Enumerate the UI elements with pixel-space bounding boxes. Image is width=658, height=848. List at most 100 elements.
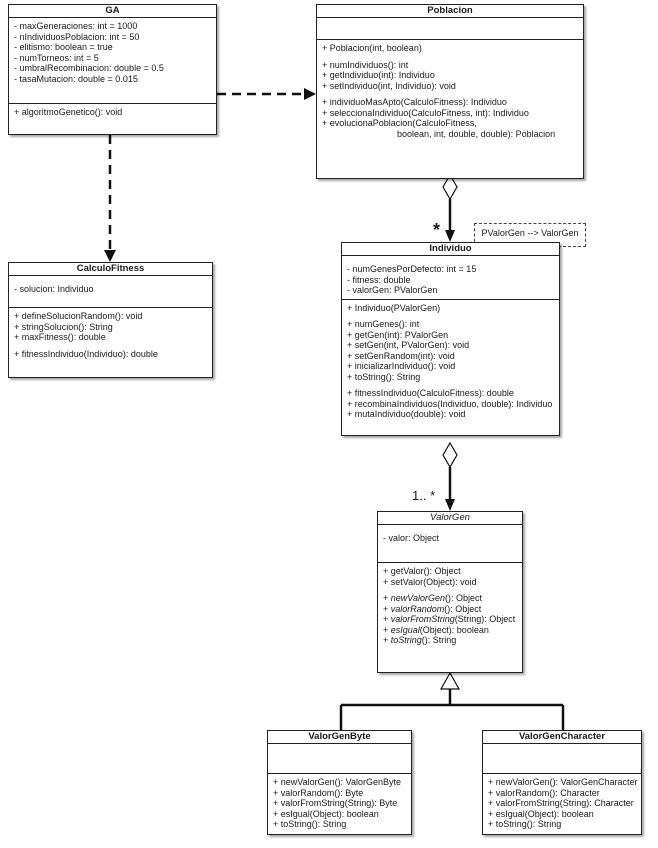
attribute: - numTorneos: int = 5 bbox=[14, 52, 99, 63]
attribute: - nIndividuosPoblacion: int = 50 bbox=[14, 31, 140, 42]
class-ga-name: GA bbox=[9, 5, 216, 18]
abstract-method-name: esIgual bbox=[390, 624, 420, 635]
class-valorgenbyte-name: ValorGenByte bbox=[268, 731, 411, 744]
method: + newValorGen(): ValorGenCharacter bbox=[488, 777, 638, 787]
class-calculofitness-methods: + defineSolucionRandom(): void+ stringSo… bbox=[9, 308, 212, 362]
method: + individuoMasApto(CalculoFitness): Indi… bbox=[322, 97, 507, 107]
method: + fitnessIndividuo(CalculoFitness): doub… bbox=[347, 388, 514, 398]
method: + evolucionaPoblacion(CalculoFitness, bbox=[322, 118, 477, 128]
constructor: + Individuo(PValorGen) bbox=[347, 302, 441, 313]
class-valorgen-name: ValorGen bbox=[378, 512, 522, 525]
attribute: - umbralRecombinacion: double = 0.5 bbox=[14, 63, 164, 73]
method: + getValor(): Object bbox=[383, 566, 461, 576]
poblacion-individuo-arrowhead bbox=[445, 230, 455, 242]
method: + getGen(int): PValorGen bbox=[347, 329, 449, 340]
method: + newValorGen(): ValorGenByte bbox=[273, 777, 401, 787]
class-calculofitness-attributes: - solucion: Individuo bbox=[9, 276, 212, 308]
abstract-method-prefix: + bbox=[383, 603, 391, 614]
attribute: - valorGen: PValorGen bbox=[347, 285, 438, 295]
class-poblacion-methods: + Poblacion(int, boolean) + numIndividuos… bbox=[317, 40, 583, 142]
class-valorgen-methods: + getValor(): Object+ setValor(Object): … bbox=[378, 563, 522, 649]
abstract-method: + esIgual(Object): boolean bbox=[383, 625, 517, 636]
attribute: - valor: Object bbox=[383, 533, 440, 543]
abstract-method-name: toString bbox=[390, 635, 422, 645]
class-valorgenbyte[interactable]: ValorGenByte + newValorGen(): ValorGenBy… bbox=[267, 730, 412, 835]
abstract-method: + valorFromString(String): Object bbox=[383, 614, 517, 625]
abstract-method-prefix: + bbox=[383, 614, 391, 624]
class-individuo[interactable]: Individuo - numGenesPorDefecto: int = 15… bbox=[341, 242, 560, 436]
class-valorgencharacter[interactable]: ValorGenCharacter + newValorGen(): Valor… bbox=[482, 730, 642, 835]
attribute: - maxGeneraciones: int = 1000 bbox=[14, 21, 138, 31]
method: + inicializarIndividuo(): void bbox=[347, 361, 456, 371]
method: + setGenRandom(int): void bbox=[347, 350, 455, 361]
constructor: + Poblacion(int, boolean) bbox=[322, 43, 422, 53]
generalization-triangle bbox=[439, 671, 461, 690]
method: + valorRandom(): Character bbox=[488, 787, 600, 798]
abstract-method: + valorRandom(): Object bbox=[383, 604, 517, 615]
attribute: - tasaMutacion: double = 0.015 bbox=[14, 73, 138, 84]
method: + getIndividuo(int): Individuo bbox=[322, 70, 435, 80]
abstract-method-name: valorRandom bbox=[390, 603, 445, 614]
method: + setValor(Object): void bbox=[383, 576, 477, 587]
ga-calculo-arrowhead bbox=[104, 250, 116, 262]
method: boolean, int, double, double): Poblacion bbox=[322, 128, 556, 139]
class-individuo-attributes: - numGenesPorDefecto: int = 15- fitness:… bbox=[342, 256, 559, 300]
individuo-aggregation-diamond bbox=[442, 441, 458, 469]
method: + valorFromString(String): Character bbox=[488, 798, 634, 808]
class-poblacion[interactable]: Poblacion + Poblacion(int, boolean) + num… bbox=[316, 4, 584, 179]
method: + algoritmoGenetico(): void bbox=[14, 107, 123, 117]
class-valorgenbyte-attributes bbox=[268, 744, 411, 774]
method: + numIndividuos(): int bbox=[322, 59, 409, 70]
method: + stringSolucion(): String bbox=[14, 321, 113, 332]
class-calculofitness-name: CalculoFitness bbox=[9, 263, 212, 276]
method: + toString(): String bbox=[488, 819, 562, 829]
attribute: - solucion: Individuo bbox=[14, 284, 94, 294]
abstract-method-rest: (String): Object bbox=[454, 614, 516, 624]
abstract-method-name: valorFromString bbox=[390, 614, 455, 624]
method: + toString(): String bbox=[273, 819, 347, 829]
abstract-method: + newValorGen(): Object bbox=[383, 593, 517, 604]
class-poblacion-attributes bbox=[317, 18, 583, 40]
abstract-method-rest: (Object): boolean bbox=[419, 624, 489, 635]
abstract-method: + toString(): String bbox=[383, 635, 517, 646]
class-valorgencharacter-name: ValorGenCharacter bbox=[483, 731, 641, 744]
class-individuo-name: Individuo bbox=[342, 243, 559, 256]
method: + numGenes(): int bbox=[347, 319, 420, 329]
method: + valorFromString(String): Byte bbox=[273, 798, 398, 808]
method: + defineSolucionRandom(): void bbox=[14, 311, 143, 321]
individuo-valorgen-arrowhead bbox=[445, 499, 455, 511]
class-valorgencharacter-attributes bbox=[483, 744, 641, 774]
method: + toString(): String bbox=[347, 371, 421, 382]
method: + setIndividuo(int, Individuo): void bbox=[322, 80, 456, 91]
method: + fitnessIndividuo(Individuo): double bbox=[14, 348, 158, 359]
method: + esIgual(Object): boolean bbox=[273, 808, 379, 819]
method: + recombinaIndividuos(Individuo, double)… bbox=[347, 398, 553, 409]
class-valorgencharacter-methods: + newValorGen(): ValorGenCharacter+ valo… bbox=[483, 774, 641, 833]
attribute: - elitismo: boolean = true bbox=[14, 42, 113, 52]
method: + esIgual(Object): boolean bbox=[488, 808, 594, 819]
class-individuo-methods: + Individuo(PValorGen)+ numGenes(): int+… bbox=[342, 300, 559, 423]
abstract-method-rest: (): String bbox=[421, 635, 457, 645]
abstract-method-prefix: + bbox=[383, 624, 391, 635]
method: + valorRandom(): Byte bbox=[273, 787, 364, 798]
class-ga-methods: + algoritmoGenetico(): void bbox=[9, 104, 216, 121]
method: + seleccionaIndividuo(CalculoFitness, in… bbox=[322, 107, 529, 118]
class-valorgen-attributes: - valor: Object bbox=[378, 525, 522, 563]
multiplicity-poblacion-individuo: * bbox=[433, 220, 441, 240]
class-calculofitness[interactable]: CalculoFitness - solucion: Individuo + d… bbox=[8, 262, 213, 378]
abstract-method-rest: (): Object bbox=[444, 603, 482, 614]
abstract-method-prefix: + bbox=[383, 593, 391, 603]
class-valorgenbyte-methods: + newValorGen(): ValorGenByte+ valorRand… bbox=[268, 774, 411, 833]
method: + maxFitness(): double bbox=[14, 332, 106, 342]
class-ga-attributes: - maxGeneraciones: int = 1000- nIndividu… bbox=[9, 18, 216, 104]
abstract-method-rest: (): Object bbox=[444, 593, 482, 603]
attribute: - fitness: double bbox=[347, 274, 411, 285]
abstract-method-prefix: + bbox=[383, 635, 391, 645]
method: + setGen(int, PValorGen): void bbox=[347, 340, 470, 350]
multiplicity-individuo-valorgen: 1.. * bbox=[412, 488, 436, 503]
class-poblacion-name: Poblacion bbox=[317, 5, 583, 18]
class-valorgen[interactable]: ValorGen - valor: Object + getValor(): O… bbox=[377, 511, 523, 673]
abstract-method-name: newValorGen bbox=[390, 593, 445, 603]
class-ga[interactable]: GA - maxGeneraciones: int = 1000- nIndiv… bbox=[8, 4, 217, 135]
